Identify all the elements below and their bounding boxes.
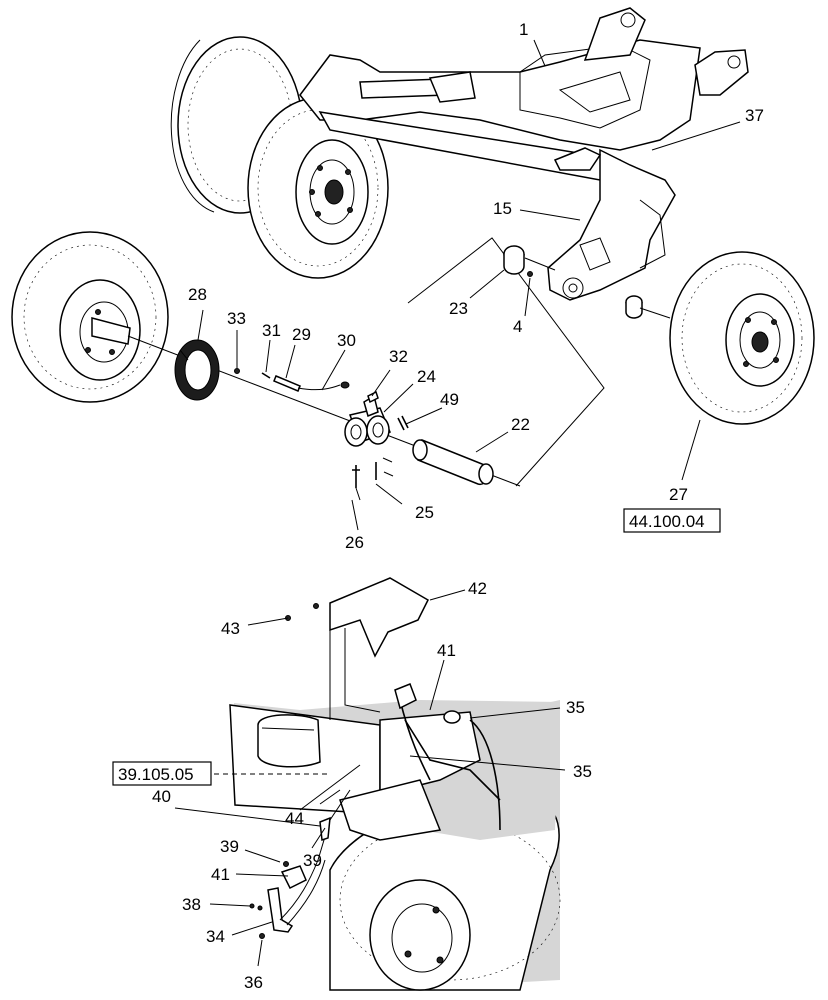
callout-39-right: 39 <box>303 851 322 870</box>
callout-1: 1 <box>519 20 528 39</box>
callout-42: 42 <box>468 579 487 598</box>
callout-41-bottom: 41 <box>211 865 230 884</box>
pins-25-26 <box>352 457 394 501</box>
callout-23: 23 <box>449 299 468 318</box>
screw-33 <box>234 368 240 374</box>
callout-35-top: 35 <box>566 698 585 717</box>
bushing-23-bottom <box>625 295 643 319</box>
bracket-34 <box>249 789 351 939</box>
reference-box-tank[interactable]: 39.105.05 <box>112 761 212 786</box>
callout-32: 32 <box>389 347 408 366</box>
callout-31: 31 <box>262 321 281 340</box>
callout-41-top: 41 <box>437 641 456 660</box>
callout-27: 27 <box>669 485 688 504</box>
callout-49: 49 <box>440 390 459 409</box>
callout-24: 24 <box>417 367 436 386</box>
callout-30: 30 <box>337 331 356 350</box>
callout-labels: 1 37 15 23 4 28 33 31 29 30 32 24 49 22 … <box>152 20 764 992</box>
bolt-32 <box>367 390 379 404</box>
callout-29: 29 <box>292 325 311 344</box>
left-wheel <box>11 231 169 403</box>
rear-frame-assembly <box>170 7 749 301</box>
callout-38: 38 <box>182 895 201 914</box>
callout-25: 25 <box>415 503 434 522</box>
callout-43: 43 <box>221 619 240 638</box>
reference-axle-text: 44.100.04 <box>629 512 705 531</box>
hub-assembly-24 <box>344 394 392 447</box>
clip-49 <box>397 415 409 431</box>
bushing-23-top <box>503 245 525 275</box>
pivot-pin-22 <box>412 438 494 486</box>
callout-33: 33 <box>227 309 246 328</box>
callout-36: 36 <box>244 973 263 992</box>
callout-37: 37 <box>745 106 764 125</box>
right-wheel-27 <box>669 251 815 425</box>
callout-26: 26 <box>345 533 364 552</box>
shield-42 <box>285 577 429 658</box>
tone-ring-28 <box>174 339 220 401</box>
callout-34: 34 <box>206 927 225 946</box>
callout-39-left: 39 <box>220 837 239 856</box>
leader-lines-bottom <box>174 589 566 967</box>
reference-tank-text: 39.105.05 <box>118 765 194 784</box>
leader-lines-top <box>197 39 741 531</box>
reference-box-axle[interactable]: 44.100.04 <box>623 508 721 533</box>
callout-40: 40 <box>152 787 171 806</box>
lower-assembly <box>229 683 561 991</box>
callout-15: 15 <box>493 199 512 218</box>
callout-35-bottom: 35 <box>573 762 592 781</box>
main-frame <box>299 39 701 151</box>
rear-wheel-near <box>247 97 389 279</box>
callout-28: 28 <box>188 285 207 304</box>
callout-44: 44 <box>285 809 304 828</box>
callout-4: 4 <box>513 317 522 336</box>
speed-sensor-29-30-31 <box>261 372 350 392</box>
swing-arm <box>547 148 676 301</box>
callout-22: 22 <box>511 415 530 434</box>
grease-fitting-4 <box>527 271 533 277</box>
explode-box-pivot <box>407 237 605 487</box>
